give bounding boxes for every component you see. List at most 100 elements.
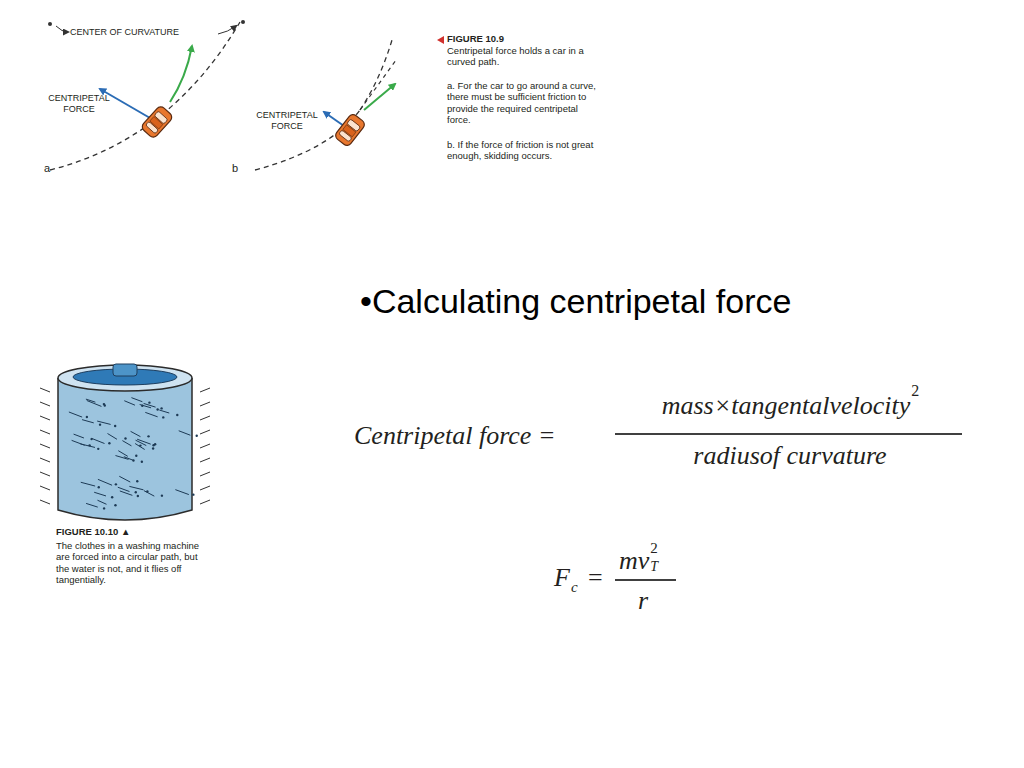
panel-letter: b: [232, 162, 238, 175]
water-streak: [119, 476, 130, 482]
caption-text: The clothes in a washing machine are for…: [56, 540, 206, 586]
water-spray: [200, 486, 210, 490]
water-streak: [124, 401, 135, 405]
water-streak: [91, 438, 104, 443]
water-streak: [122, 441, 131, 446]
water-streak: [144, 491, 154, 496]
water-streak: [86, 399, 95, 402]
water-streak: [159, 410, 169, 413]
water-spray: [40, 402, 50, 406]
slide-title: •Calculating centripetal force: [360, 282, 791, 321]
water-drop: [154, 443, 156, 445]
water-streak: [145, 412, 157, 416]
water-spray: [200, 388, 210, 392]
water-streak: [137, 439, 151, 444]
water-drop: [139, 444, 141, 446]
water-spray: [40, 430, 50, 434]
caption-marker: [437, 36, 444, 44]
fraction-bar: [615, 433, 962, 434]
panel-letter: a: [44, 162, 50, 175]
water-spray: [200, 444, 210, 448]
caption-text: a. For the car to go around a curve, the…: [447, 80, 599, 126]
water-streak: [118, 451, 127, 457]
fraction-bar: [615, 579, 676, 580]
water-drop: [161, 494, 163, 496]
water-spray: [200, 402, 210, 406]
water-streak: [72, 440, 85, 445]
subscript: T: [650, 559, 658, 576]
water-drop: [115, 483, 117, 485]
water-drop: [135, 455, 137, 457]
water-drop: [141, 460, 143, 462]
water-streak: [97, 421, 110, 424]
water-drop: [148, 401, 150, 403]
water-streak: [175, 490, 188, 495]
water-drop: [137, 495, 139, 497]
water-streak: [97, 500, 106, 504]
water-spray: [200, 458, 210, 462]
formula-symbol: =: [588, 562, 603, 593]
water-spray: [200, 472, 210, 476]
water-spray: [200, 500, 210, 504]
water-drop: [152, 447, 154, 449]
water-drop: [146, 490, 148, 492]
washing-machine: [40, 364, 210, 520]
water-drop: [162, 416, 164, 418]
water-drop: [124, 437, 126, 439]
exponent: 2: [911, 381, 919, 400]
exponent: 2: [650, 539, 658, 557]
water-drop: [114, 504, 116, 506]
water-streak: [108, 434, 117, 440]
center-dot: [241, 20, 245, 24]
figure-label: CENTER OF CURVATURE: [70, 27, 179, 38]
water-drop: [136, 480, 138, 482]
formula-text: Centripetal force =: [354, 420, 555, 451]
water-streak: [115, 456, 128, 460]
formula-symbol: F: [554, 562, 570, 593]
water-streak: [129, 486, 143, 489]
water-drop: [98, 486, 100, 488]
water-spray: [40, 416, 50, 420]
water-drop: [135, 491, 137, 493]
water-streak: [82, 420, 94, 423]
water-streak: [179, 431, 191, 435]
water-drop: [88, 444, 90, 446]
water-streak: [120, 491, 133, 495]
figure-label: CENTRIPETAL FORCE: [46, 93, 112, 115]
formula-symbol: r: [638, 585, 648, 616]
pointer-arrow: [218, 26, 236, 34]
water-spray: [200, 430, 210, 434]
water-drop: [176, 414, 178, 416]
velocity-arrow: [170, 46, 192, 102]
water-drop: [111, 496, 113, 498]
water-drop: [132, 459, 134, 461]
water-drop: [86, 416, 88, 418]
water-streak: [131, 431, 141, 436]
water-drop: [192, 493, 194, 495]
pointer-arrow: [56, 26, 68, 32]
caption-text: Centripetal force holds a car in a curve…: [447, 45, 599, 68]
water-drop: [196, 435, 198, 437]
water-drop: [108, 442, 110, 444]
force-arrow: [324, 112, 344, 126]
water-drop: [147, 435, 149, 437]
water-spray: [200, 416, 210, 420]
caption-text: b. If the force of friction is not great…: [447, 139, 599, 162]
water-streak: [69, 412, 82, 417]
water-streak: [94, 492, 106, 496]
water-drop: [160, 407, 162, 409]
water-streak: [140, 404, 151, 407]
water-spray: [40, 458, 50, 462]
water-spray: [40, 500, 50, 504]
water-spray: [40, 444, 50, 448]
water-streak: [81, 482, 95, 486]
center-dot: [48, 22, 52, 26]
figure-number: FIGURE 10.9: [447, 33, 504, 44]
velocity-arrow: [364, 84, 395, 110]
water-streak: [131, 398, 142, 402]
water-drop: [103, 403, 105, 405]
water-drop: [90, 438, 92, 440]
formula-symbol: mv: [619, 545, 649, 576]
water-spray: [40, 486, 50, 490]
